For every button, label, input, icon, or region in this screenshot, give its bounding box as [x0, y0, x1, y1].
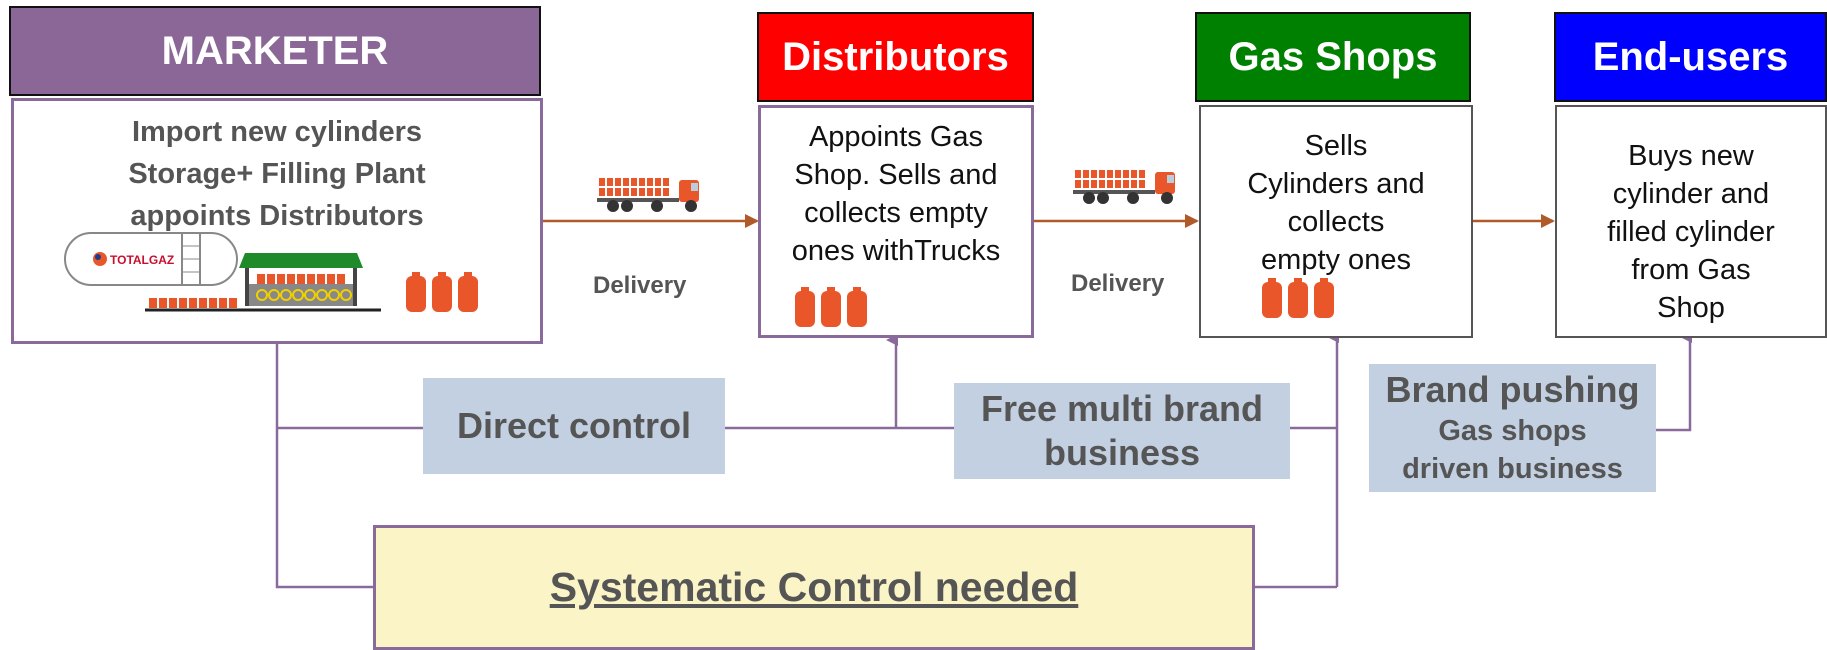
end-users-description: Buys new cylinder and filled cylinder fr… — [1607, 137, 1775, 327]
delivery-label-1: Delivery — [593, 272, 687, 299]
brand-pushing-title: Brand pushing — [1385, 369, 1640, 410]
end-users-line: filled cylinder — [1607, 216, 1775, 248]
gas-cylinder-icon — [795, 287, 867, 327]
brand-pushing-subtitle: driven business — [1402, 453, 1623, 485]
end-users-line: cylinder and — [1612, 178, 1770, 210]
distributors-line: Shop. Sells and — [794, 159, 998, 191]
marketer-line: Storage+ Filling Plant — [128, 158, 426, 190]
direct-control-text: Direct control — [456, 405, 692, 446]
free-multi-brand-label: Free multi brand business — [954, 383, 1290, 479]
gas-shops-header: Gas Shops — [1195, 12, 1471, 102]
truck-icon — [597, 178, 699, 212]
distributors-header-text: Distributors — [782, 34, 1009, 79]
end-users-line: from Gas — [1631, 254, 1751, 286]
storage-tank-icon: TOTALGAZ — [64, 232, 238, 286]
gas-shops-line: Sells — [1304, 130, 1368, 162]
distributors-line: ones withTrucks — [791, 235, 1001, 267]
end-users-header-text: End-users — [1592, 34, 1789, 79]
end-users-header: End-users — [1554, 12, 1827, 102]
gas-shops-box: Sells Cylinders and collects empty ones — [1199, 105, 1473, 338]
marketer-box: Import new cylinders Storage+ Filling Pl… — [11, 98, 543, 344]
brand-pushing-subtitle: Gas shops — [1438, 415, 1587, 447]
gas-cylinder-icon — [1262, 278, 1334, 318]
end-users-box: Buys new cylinder and filled cylinder fr… — [1555, 105, 1827, 338]
marketer-header-text: MARKETER — [161, 28, 389, 73]
distributors-description: Appoints Gas Shop. Sells and collects em… — [792, 118, 1000, 270]
free-multi-brand-text: business — [1043, 432, 1201, 473]
end-users-line: Shop — [1657, 292, 1725, 324]
distributors-header: Distributors — [757, 12, 1034, 102]
gas-shops-description: Sells Cylinders and collects empty ones — [1247, 127, 1424, 279]
gas-shops-header-text: Gas Shops — [1228, 34, 1438, 79]
marketer-line: appoints Distributors — [130, 200, 424, 232]
gas-cylinder-icon — [406, 272, 478, 312]
marketer-line: Import new cylinders — [131, 116, 423, 148]
end-users-line: Buys new — [1628, 140, 1754, 172]
distributors-box: Appoints Gas Shop. Sells and collects em… — [758, 105, 1034, 338]
distributors-line: collects empty — [804, 197, 988, 229]
marketer-description: Import new cylinders Storage+ Filling Pl… — [128, 111, 425, 237]
totalgaz-logo-text: TOTALGAZ — [110, 253, 174, 267]
delivery-label-2: Delivery — [1071, 270, 1165, 297]
marketer-control-trunk — [275, 344, 375, 589]
free-multi-brand-text: Free multi brand — [980, 388, 1264, 429]
distributors-line: Appoints Gas — [808, 121, 984, 153]
enduser-control-arrow — [1655, 331, 1692, 432]
marketer-header: MARKETER — [9, 6, 541, 96]
gas-shops-line: collects — [1287, 206, 1385, 238]
systematic-control-box: Systematic Control needed — [373, 525, 1255, 650]
systematic-control-text: Systematic Control needed — [549, 564, 1079, 610]
brand-pushing-label: Brand pushing Gas shops driven business — [1369, 364, 1656, 492]
gas-shops-line: empty ones — [1261, 244, 1411, 276]
truck-icon — [1073, 170, 1175, 204]
gas-shops-line: Cylinders and — [1247, 168, 1425, 200]
direct-control-label: Direct control — [423, 378, 725, 474]
filling-plant-icon — [145, 253, 381, 312]
